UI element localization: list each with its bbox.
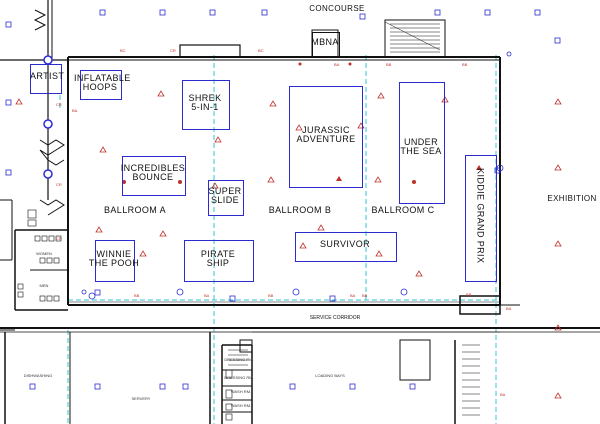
pirate-ship-area (184, 240, 254, 282)
mbna-area (312, 32, 340, 58)
tag-codes: CR BC BC CR CR CR BB BA BB BA BB BB BA BB BB BA BA B… (56, 48, 512, 397)
jurassic-label: JURASSIC ADVENTURE (296, 125, 356, 145)
super-slide-label: SUPER SLIDE (208, 186, 242, 206)
svg-text:CR: CR (56, 236, 62, 241)
servery-label: SERVERY (131, 396, 151, 401)
dressing-room-1-label: DRESSING RM. (224, 357, 254, 362)
outlet-markers (5, 9, 561, 390)
triangle-markers (15, 90, 562, 399)
wash-room-2-label: WASH RM. (230, 403, 252, 408)
svg-text:BA: BA (334, 62, 340, 67)
svg-text:BA: BA (72, 108, 78, 113)
incredibles-label: INCREDIBLES BOUNCE (120, 163, 186, 183)
svg-text:BA: BA (204, 293, 210, 298)
svg-text:BB: BB (386, 62, 392, 67)
svg-text:BA: BA (500, 392, 506, 397)
under-the-sea-label: UNDER THE SEA (400, 137, 442, 157)
ballroom-a-label: BALLROOM A (103, 205, 167, 215)
svg-text:CR: CR (56, 182, 62, 187)
shrek-label: SHREK 5-IN-1 (188, 93, 222, 113)
dressing-room-2-label: DRESSING RM. (224, 375, 254, 380)
survivor-area (295, 232, 397, 262)
super-slide-area (208, 180, 244, 216)
svg-text:BB: BB (268, 293, 274, 298)
svg-text:BB: BB (134, 293, 140, 298)
movable-walls (33, 9, 65, 216)
stairs (228, 23, 480, 416)
jurassic-adventure-area (289, 86, 363, 188)
svg-text:BB: BB (362, 293, 368, 298)
inflatable-hoops-area (80, 70, 122, 100)
winnie-area (95, 240, 135, 282)
svg-text:BB: BB (462, 62, 468, 67)
under-the-sea-area (399, 82, 445, 204)
men-label: MEN (39, 283, 49, 288)
circle-markers (81, 51, 512, 300)
pirate-ship-label: PIRATE SHIP (200, 249, 236, 269)
wash-room-1-label: WASH RM. (230, 389, 252, 394)
ballroom-b-label: BALLROOM B (268, 205, 332, 215)
service-corridor-label: SERVICE CORRIDOR (309, 315, 361, 321)
svg-text:CR: CR (170, 48, 176, 53)
svg-text:BC: BC (120, 48, 126, 53)
shrek-area (182, 80, 230, 130)
kiddie-grand-prix-label: KIDDIE GRAND PRIX (475, 168, 486, 264)
svg-text:BA: BA (506, 306, 512, 311)
artist-label: ARTIST (30, 71, 65, 81)
incredibles-bounce-area (122, 156, 186, 196)
columns (43, 55, 53, 179)
inflatable-hoops-label: INFLATABLE HOOPS (74, 73, 131, 93)
svg-text:BA: BA (350, 293, 356, 298)
kiddie-grand-prix-area (465, 155, 497, 282)
loading-bays-label: LOADING BAYS (315, 373, 345, 378)
svg-text:BB: BB (466, 292, 472, 297)
concourse-label: CONCOURSE (309, 4, 365, 13)
exhibition-label: EXHIBITION (547, 194, 597, 203)
fixtures (17, 209, 233, 421)
mbna-label: MBNA (311, 37, 339, 47)
winnie-label: WINNIE THE POOH (88, 249, 140, 269)
dishwashing-label: DISHWASHING (23, 373, 53, 378)
svg-text:BC: BC (258, 48, 264, 53)
survivor-label: SURVIVOR (319, 239, 371, 249)
filled-markers (122, 62, 482, 184)
women-label: WOMEN (36, 251, 52, 256)
ballroom-c-label: BALLROOM C (371, 205, 435, 215)
svg-text:CR: CR (56, 102, 62, 107)
artist-area (30, 64, 62, 94)
